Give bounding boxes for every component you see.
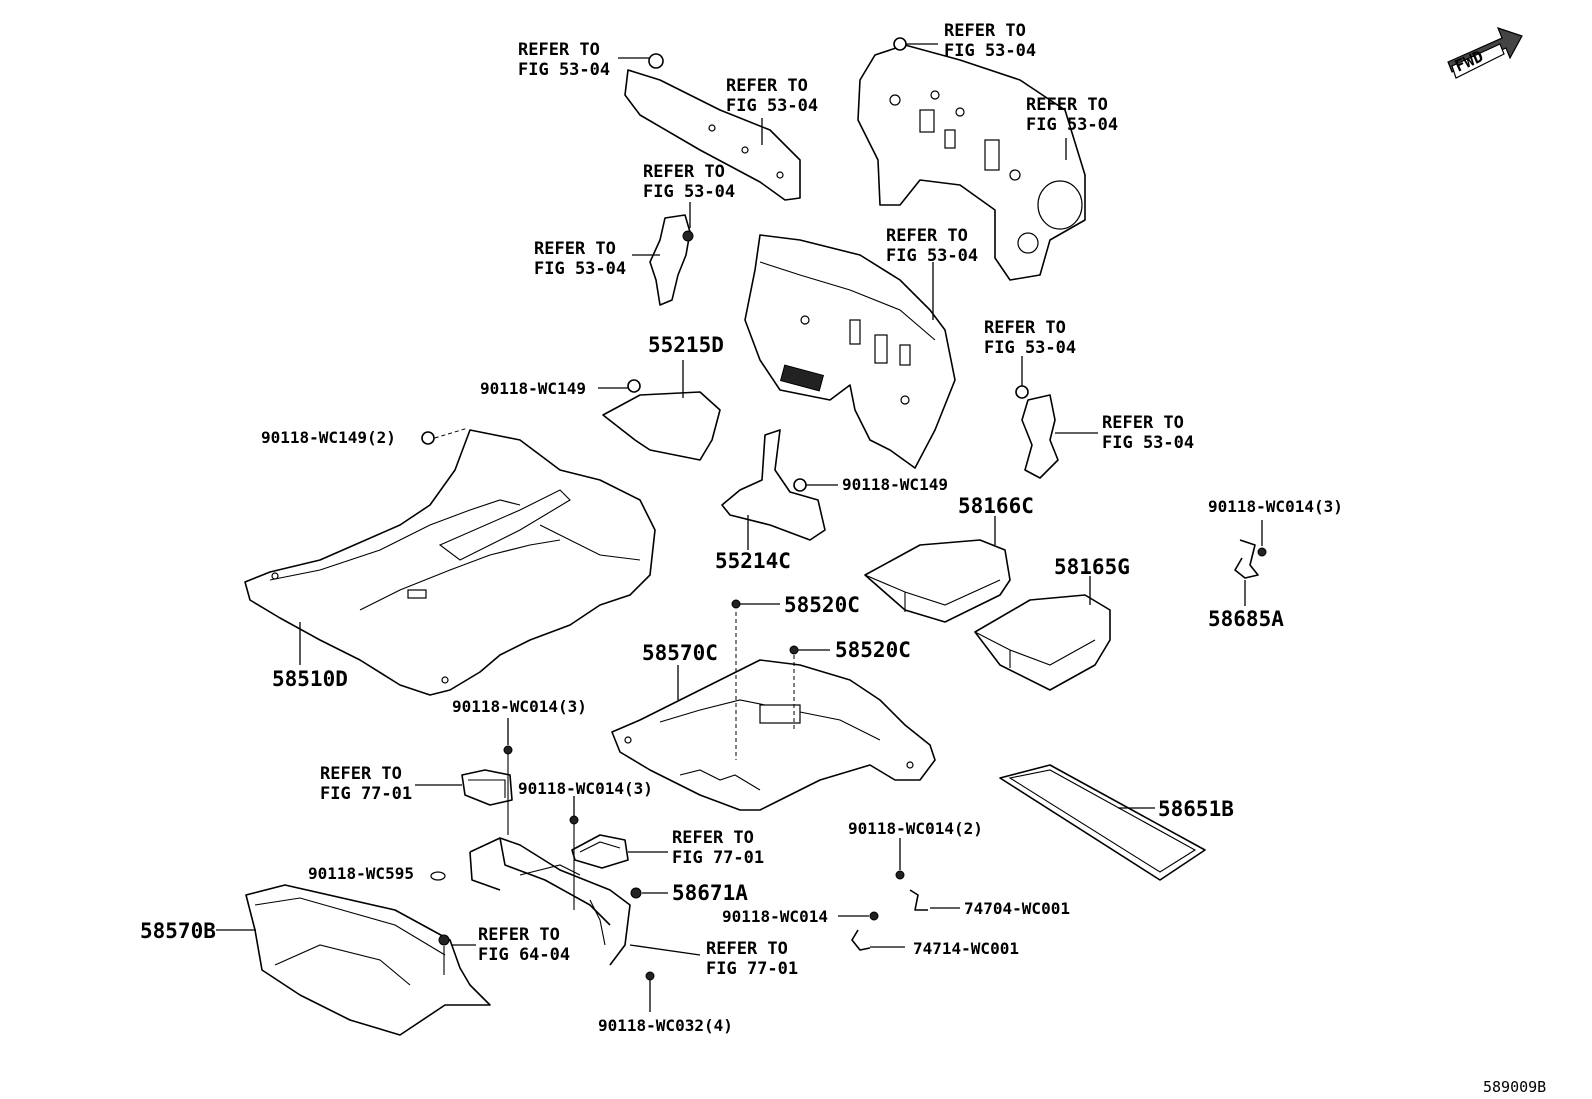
part-number-58520C: 58520C bbox=[835, 638, 911, 662]
ref-fig-label: FIG 77-01 bbox=[672, 848, 764, 868]
clip-label-wc014-2: 90118-WC014(2) bbox=[848, 819, 983, 838]
ref-label: REFER TO bbox=[534, 239, 616, 259]
ref-fig-label: FIG 53-04 bbox=[518, 60, 610, 80]
part-number-55215D: 55215D bbox=[648, 333, 724, 357]
ref-fig-label: FIG 53-04 bbox=[726, 96, 818, 116]
part-number-58570B: 58570B bbox=[140, 919, 216, 943]
clip-label-wc595: 90118-WC595 bbox=[308, 864, 414, 883]
ref-fig-label: FIG 53-04 bbox=[886, 246, 978, 266]
part-number-74714: 74714-WC001 bbox=[913, 939, 1019, 958]
part-number-58166C: 58166C bbox=[958, 494, 1034, 518]
luggage-frame bbox=[415, 718, 701, 1012]
ref-fig-label: FIG 53-04 bbox=[643, 182, 735, 202]
ref-fig-label: FIG 53-04 bbox=[534, 259, 626, 279]
ref-fig-label: FIG 53-04 bbox=[944, 41, 1036, 61]
ref-label: REFER TO bbox=[672, 828, 754, 848]
ref-fig-label: FIG 53-04 bbox=[1026, 115, 1118, 135]
figure-code: 589009B bbox=[1483, 1078, 1546, 1096]
part-58685A bbox=[1234, 520, 1267, 606]
clip-label-wc149: 90118-WC149 bbox=[480, 379, 586, 398]
part-number-58570C: 58570C bbox=[642, 641, 718, 665]
ref-label: REFER TO bbox=[886, 226, 968, 246]
part-number-58520C: 58520C bbox=[784, 593, 860, 617]
clip-label-wc149: 90118-WC149 bbox=[842, 475, 948, 494]
part-58166C bbox=[864, 516, 1011, 623]
part-58570C bbox=[611, 599, 936, 811]
part-58570B bbox=[216, 884, 491, 1036]
part-74704-74714 bbox=[838, 838, 960, 951]
part-55215D bbox=[598, 360, 721, 461]
part-number-58685A: 58685A bbox=[1208, 607, 1284, 631]
ref-fig-label: FIG 53-04 bbox=[984, 338, 1076, 358]
dash-panel-outer bbox=[857, 37, 1086, 281]
ref-fig-label: FIG 77-01 bbox=[320, 784, 412, 804]
ref-fig-label: FIG 77-01 bbox=[706, 959, 798, 979]
clip-label-wc014-3: 90118-WC014(3) bbox=[518, 779, 653, 798]
clip-label-wc149-2: 90118-WC149(2) bbox=[261, 428, 396, 447]
ref-label: REFER TO bbox=[1102, 413, 1184, 433]
dash-bracket-left bbox=[632, 202, 694, 306]
clip-label-wc014: 90118-WC014 bbox=[722, 907, 828, 926]
part-58651B bbox=[999, 764, 1206, 881]
ref-label: REFER TO bbox=[944, 21, 1026, 41]
part-55214C bbox=[721, 429, 838, 550]
ref-label: REFER TO bbox=[984, 318, 1066, 338]
part-number-58671A: 58671A bbox=[672, 881, 748, 905]
ref-fig-label: FIG 64-04 bbox=[478, 945, 570, 965]
dash-insulator-inner bbox=[744, 234, 956, 469]
part-number-58510D: 58510D bbox=[272, 667, 348, 691]
ref-label: REFER TO bbox=[518, 40, 600, 60]
ref-fig-label: FIG 53-04 bbox=[1102, 433, 1194, 453]
dash-silencer-strip bbox=[618, 53, 801, 201]
ref-label: REFER TO bbox=[320, 764, 402, 784]
ref-label: REFER TO bbox=[706, 939, 788, 959]
part-number-55214C: 55214C bbox=[715, 549, 791, 573]
part-number-74704: 74704-WC001 bbox=[964, 899, 1070, 918]
clip-label-wc014-3: 90118-WC014(3) bbox=[1208, 497, 1343, 516]
dash-bracket-right bbox=[1015, 356, 1098, 479]
clip-label-wc014-3: 90118-WC014(3) bbox=[452, 697, 587, 716]
clip-label-wc032-4: 90118-WC032(4) bbox=[598, 1016, 733, 1035]
part-58510D-floor-carpet bbox=[244, 427, 656, 696]
fwd-arrow-icon: FWD bbox=[1447, 27, 1523, 79]
ref-label: REFER TO bbox=[1026, 95, 1108, 115]
ref-label: REFER TO bbox=[643, 162, 725, 182]
part-number-58165G: 58165G bbox=[1054, 555, 1130, 579]
part-58165G bbox=[974, 576, 1111, 691]
ref-label: REFER TO bbox=[478, 925, 560, 945]
ref-label: REFER TO bbox=[726, 76, 808, 96]
part-number-58651B: 58651B bbox=[1158, 797, 1234, 821]
